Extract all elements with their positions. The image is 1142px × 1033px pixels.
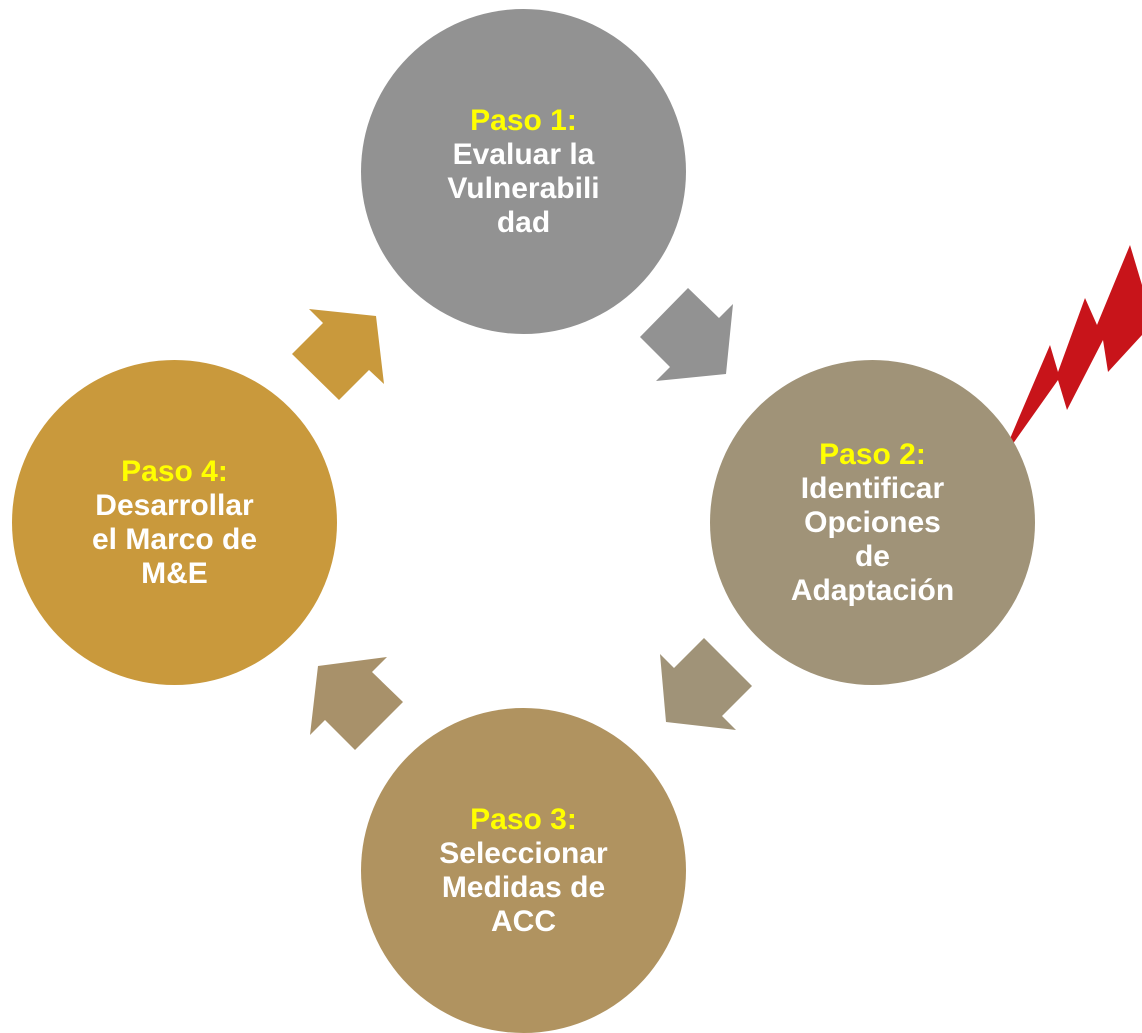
arrow-step1-to-step2 [640, 288, 733, 381]
step-3-description: Seleccionar Medidas de ACC [439, 836, 608, 938]
arrow-step3-to-step4 [310, 657, 403, 750]
step-1-circle: Paso 1: Evaluar la Vulnerabili dad [361, 9, 686, 334]
step-1-description: Evaluar la Vulnerabili dad [447, 137, 600, 239]
arrow-step2-to-step3 [660, 638, 752, 730]
arrow-step4-to-step1 [292, 309, 384, 400]
step-4-label: Paso 4: Desarrollar el Marco de M&E [92, 455, 257, 591]
step-3-title: Paso 3: [470, 802, 577, 836]
lightning-bolt-icon [1000, 245, 1142, 462]
step-3-circle: Paso 3: Seleccionar Medidas de ACC [361, 708, 686, 1033]
step-2-title: Paso 2: [819, 437, 926, 471]
step-4-description: Desarrollar el Marco de M&E [91, 488, 258, 590]
step-3-label: Paso 3: Seleccionar Medidas de ACC [439, 803, 607, 939]
step-1-title: Paso 1: [470, 103, 577, 137]
step-2-description: Identificar Opciones de Adaptación [790, 471, 955, 607]
step-2-circle: Paso 2: Identificar Opciones de Adaptaci… [710, 360, 1035, 685]
step-4-circle: Paso 4: Desarrollar el Marco de M&E [12, 360, 337, 685]
step-1-label: Paso 1: Evaluar la Vulnerabili dad [447, 104, 599, 240]
step-4-title: Paso 4: [121, 454, 228, 488]
step-2-label: Paso 2: Identificar Opciones de Adaptaci… [791, 438, 954, 608]
